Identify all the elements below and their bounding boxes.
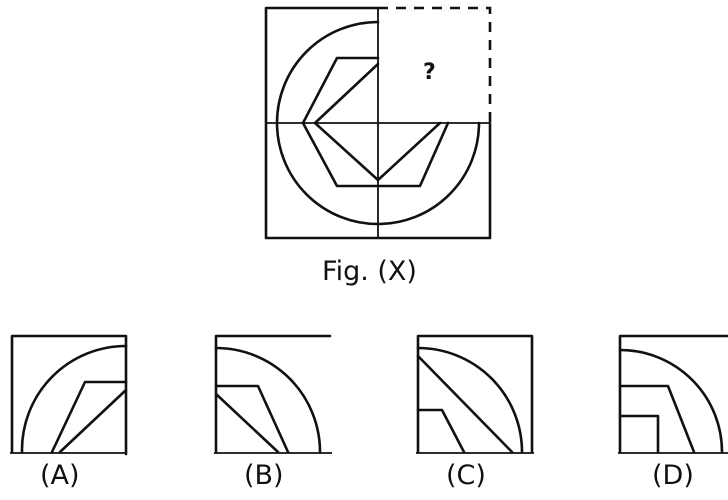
circle-left bbox=[275, 20, 380, 226]
option-a-figure[interactable] bbox=[10, 334, 128, 456]
circle-bottom-right bbox=[376, 121, 481, 226]
option-c-label[interactable]: (C) bbox=[446, 460, 486, 491]
option-b-label[interactable]: (B) bbox=[244, 460, 284, 491]
option-d-figure[interactable] bbox=[618, 334, 728, 454]
option-c-figure[interactable] bbox=[416, 334, 534, 454]
inner-shape bbox=[301, 56, 450, 188]
missing-mark: ? bbox=[423, 60, 436, 85]
option-d-label[interactable]: (D) bbox=[652, 460, 694, 491]
figure-label: Fig. (X) bbox=[322, 256, 417, 287]
missing-quadrant-border bbox=[378, 6, 492, 123]
option-a-label[interactable]: (A) bbox=[40, 460, 80, 491]
option-b-figure[interactable] bbox=[214, 334, 332, 454]
figure-x-frame bbox=[264, 6, 492, 240]
inner-chevron bbox=[313, 62, 442, 182]
